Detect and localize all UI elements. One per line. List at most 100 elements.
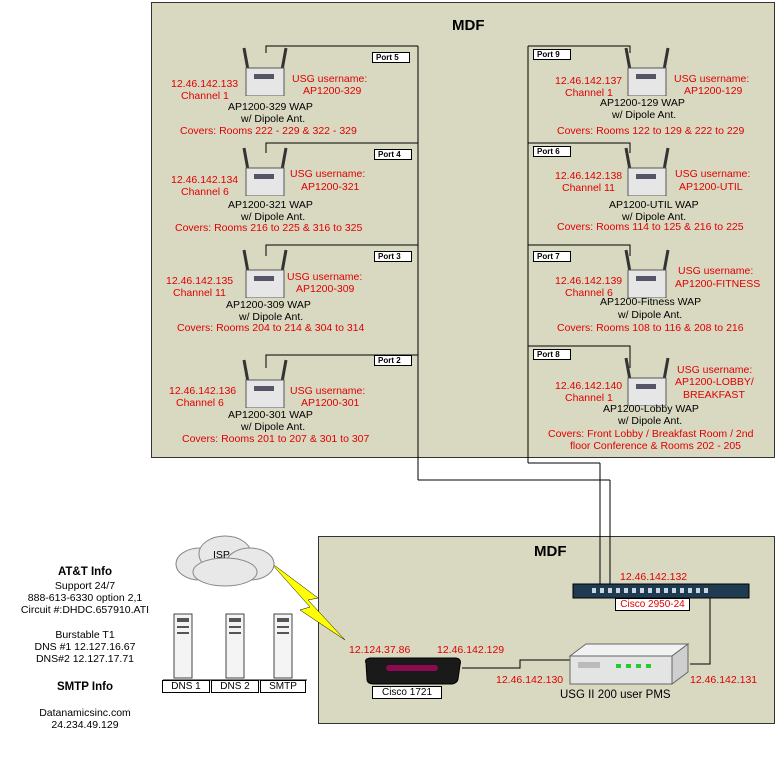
port-label: Port 3 bbox=[374, 251, 412, 262]
ap-usg-user: AP1200-329 bbox=[303, 85, 362, 97]
ap-antenna: w/ Dipole Ant. bbox=[618, 415, 683, 427]
ap-ip: 12.46.142.133 bbox=[171, 78, 239, 90]
ap-usg-user: AP1200-129 bbox=[684, 85, 743, 97]
ap-name: AP1200-301 WAP bbox=[228, 409, 313, 421]
ap-name: AP1200-Lobby WAP bbox=[603, 403, 699, 415]
att-dns1: DNS #1 12.127.16.67 bbox=[34, 641, 136, 653]
smtp-info-title: SMTP Info bbox=[56, 681, 113, 693]
ap-covers: Covers: Rooms 122 to 129 & 222 to 229 bbox=[557, 125, 745, 137]
ap-covers: Covers: Rooms 201 to 207 & 301 to 307 bbox=[182, 433, 370, 445]
ap-ip: 12.46.142.134 bbox=[171, 174, 239, 186]
ap-antenna: w/ Dipole Ant. bbox=[612, 109, 677, 121]
ap-ip: 12.46.142.138 bbox=[555, 170, 623, 182]
upper-mdf-title: MDF bbox=[452, 17, 485, 34]
att-circuit: Circuit #:DHDC.657910.ATI bbox=[20, 604, 150, 616]
smtp-ip: 24.234.49.129 bbox=[51, 719, 119, 731]
att-phone: 888-613-6330 option 2,1 bbox=[27, 592, 143, 604]
ap-channel: Channel 1 bbox=[181, 90, 229, 102]
ap-antenna: w/ Dipole Ant. bbox=[241, 421, 306, 433]
ap-channel: Channel 11 bbox=[562, 182, 615, 194]
ap-covers: Covers: Rooms 216 to 225 & 316 to 325 bbox=[175, 222, 363, 234]
port-label: Port 8 bbox=[533, 349, 571, 360]
ap-usg-label: USG username: bbox=[287, 271, 363, 283]
port-label: Port 7 bbox=[533, 251, 571, 262]
ap-covers: Covers: Rooms 114 to 125 & 216 to 225 bbox=[557, 221, 744, 233]
ap-usg-user: AP1200-309 bbox=[296, 283, 355, 295]
ap-usg-label: USG username: bbox=[292, 73, 368, 85]
access-point-icon bbox=[242, 47, 288, 96]
att-dns2: DNS#2 12.127.17.71 bbox=[35, 653, 135, 665]
ap-usg-label: USG username: bbox=[290, 385, 366, 397]
router-usg-ip: 12.46.142.130 bbox=[496, 674, 564, 686]
isp-cloud-icon bbox=[175, 535, 275, 587]
ap-channel: Channel 1 bbox=[565, 87, 613, 99]
server-label-dns1: DNS 1 bbox=[162, 680, 210, 693]
ap-channel: Channel 6 bbox=[176, 397, 224, 409]
ap-antenna: w/ Dipole Ant. bbox=[241, 211, 306, 223]
ap-covers: floor Conference & Rooms 202 - 205 bbox=[570, 440, 742, 452]
access-point-icon bbox=[624, 357, 670, 406]
switch-icon[interactable] bbox=[572, 582, 752, 600]
ap-usg-label: USG username: bbox=[677, 364, 753, 376]
ap-ip: 12.46.142.136 bbox=[169, 385, 237, 397]
ap-channel: Channel 6 bbox=[565, 287, 613, 299]
port-label: Port 6 bbox=[533, 146, 571, 157]
access-point-icon bbox=[242, 359, 288, 408]
ap-usg-user: AP1200-321 bbox=[301, 181, 360, 193]
ap-usg-label: USG username: bbox=[674, 73, 750, 85]
ap-usg-label: USG username: bbox=[678, 265, 754, 277]
ap-antenna: w/ Dipole Ant. bbox=[618, 309, 683, 321]
isp-label: ISP bbox=[213, 549, 230, 561]
ap-ip: 12.46.142.140 bbox=[555, 380, 623, 392]
usg-label: USG II 200 user PMS bbox=[560, 689, 671, 701]
ap-name: AP1200-329 WAP bbox=[228, 101, 313, 113]
ap-covers: Covers: Front Lobby / Breakfast Room / 2… bbox=[548, 428, 754, 440]
ap-covers: Covers: Rooms 204 to 214 & 304 to 314 bbox=[177, 322, 365, 334]
switch-ip: 12.46.142.132 bbox=[620, 571, 688, 583]
ap-channel: Channel 11 bbox=[173, 287, 226, 299]
ap-usg-label: USG username: bbox=[290, 168, 366, 180]
ap-name: AP1200-Fitness WAP bbox=[600, 296, 702, 308]
server-label-smtp: SMTP bbox=[260, 680, 306, 693]
server-label-dns2: DNS 2 bbox=[211, 680, 259, 693]
ap-name: AP1200-129 WAP bbox=[600, 97, 685, 109]
att-info-title: AT&T Info bbox=[57, 566, 113, 578]
port-label: Port 5 bbox=[372, 52, 410, 63]
access-point-icon bbox=[624, 249, 670, 298]
access-point-icon bbox=[242, 249, 288, 298]
att-support: Support 24/7 bbox=[54, 580, 116, 592]
lower-mdf-title: MDF bbox=[534, 543, 567, 560]
ap-usg-user: AP1200-UTIL bbox=[679, 181, 743, 193]
att-burstable: Burstable T1 bbox=[55, 629, 115, 641]
ap-antenna: w/ Dipole Ant. bbox=[239, 311, 304, 323]
port-label: Port 2 bbox=[374, 355, 412, 366]
router-label: Cisco 1721 bbox=[372, 686, 442, 699]
ap-usg-label: USG username: bbox=[675, 168, 751, 180]
port-label: Port 9 bbox=[533, 49, 571, 60]
ap-ip: 12.46.142.135 bbox=[166, 275, 234, 287]
ap-usg-user: AP1200-301 bbox=[301, 397, 360, 409]
router-wan-ip: 12.124.37.86 bbox=[349, 644, 411, 656]
port-label: Port 4 bbox=[374, 149, 412, 160]
router-lan-ip: 12.46.142.129 bbox=[437, 644, 505, 656]
ap-channel: Channel 6 bbox=[181, 186, 229, 198]
router-icon[interactable] bbox=[362, 655, 464, 687]
ap-antenna: w/ Dipole Ant. bbox=[241, 113, 306, 125]
ap-usg-user: AP1200-LOBBY/ bbox=[675, 376, 754, 388]
ap-name: AP1200-321 WAP bbox=[228, 199, 313, 211]
ap-name: AP1200-UTIL WAP bbox=[609, 199, 699, 211]
access-point-icon bbox=[242, 147, 288, 196]
access-point-icon bbox=[624, 47, 670, 96]
access-point-icon bbox=[624, 147, 670, 196]
ap-antenna: w/ Dipole Ant. bbox=[622, 211, 687, 223]
ap-covers: Covers: Rooms 222 - 229 & 322 - 329 bbox=[180, 125, 357, 137]
usg-ip: 12.46.142.131 bbox=[690, 674, 758, 686]
ap-usg-user: BREAKFAST bbox=[683, 389, 745, 401]
ap-ip: 12.46.142.139 bbox=[555, 275, 623, 287]
switch-label: Cisco 2950-24 bbox=[615, 598, 690, 611]
ap-channel: Channel 1 bbox=[565, 392, 613, 404]
ap-usg-user: AP1200-FITNESS bbox=[675, 278, 761, 290]
ap-covers: Covers: Rooms 108 to 116 & 208 to 216 bbox=[557, 322, 744, 334]
usg-device-icon[interactable] bbox=[566, 642, 692, 688]
server-rack-icons bbox=[173, 613, 293, 679]
